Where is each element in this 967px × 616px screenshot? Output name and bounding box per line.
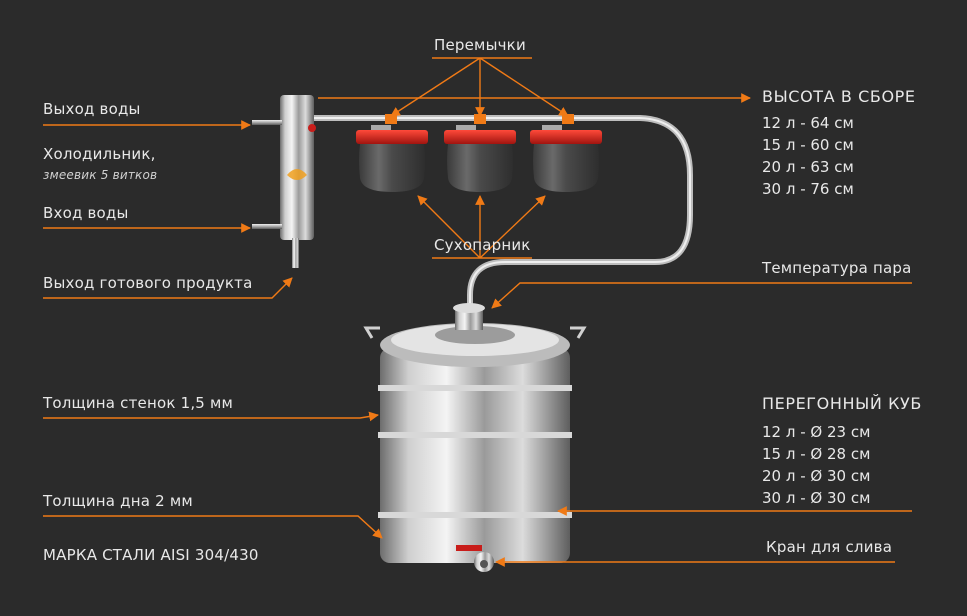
cube-list: 12 л - Ø 23 см 15 л - Ø 28 см 20 л - Ø 3… (762, 421, 870, 509)
label-bridges: Перемычки (434, 36, 526, 54)
label-water-in: Вход воды (43, 204, 129, 222)
height-title: ВЫСОТА В СБОРЕ (762, 87, 916, 106)
cube-item: 30 л - Ø 30 см (762, 489, 871, 507)
height-item: 30 л - 76 см (762, 180, 854, 198)
label-product-out: Выход готового продукта (43, 274, 253, 292)
label-steam-temperature: Температура пара (762, 259, 912, 277)
cube-item: 12 л - Ø 23 см (762, 423, 871, 441)
height-item: 20 л - 63 см (762, 158, 854, 176)
distillation-cube (363, 303, 587, 572)
label-water-out: Выход воды (43, 100, 141, 118)
label-wall-thickness: Толщина стенок 1,5 мм (43, 394, 234, 412)
dry-steamer-jar-2 (444, 114, 516, 192)
condenser (252, 95, 316, 268)
callout-lines (43, 57, 912, 567)
label-dry-steamers: Сухопарник (434, 236, 531, 254)
label-bottom-thickness: Толщина дна 2 мм (43, 492, 193, 510)
cube-item: 15 л - Ø 28 см (762, 445, 871, 463)
dry-steamer-jar-3 (530, 114, 602, 192)
label-steel-grade: МАРКА СТАЛИ AISI 304/430 (43, 546, 259, 564)
cube-item: 20 л - Ø 30 см (762, 467, 871, 485)
dry-steamer-jar-1 (356, 114, 428, 192)
cube-title: ПЕРЕГОННЫЙ КУБ (762, 394, 922, 413)
height-item: 15 л - 60 см (762, 136, 854, 154)
height-list: 12 л - 64 см 15 л - 60 см 20 л - 63 см 3… (762, 112, 854, 200)
label-condenser: Холодильник, (43, 145, 156, 163)
label-condenser-sub: змеевик 5 витков (43, 168, 158, 182)
height-item: 12 л - 64 см (762, 114, 854, 132)
label-drain-tap: Кран для слива (766, 538, 893, 556)
